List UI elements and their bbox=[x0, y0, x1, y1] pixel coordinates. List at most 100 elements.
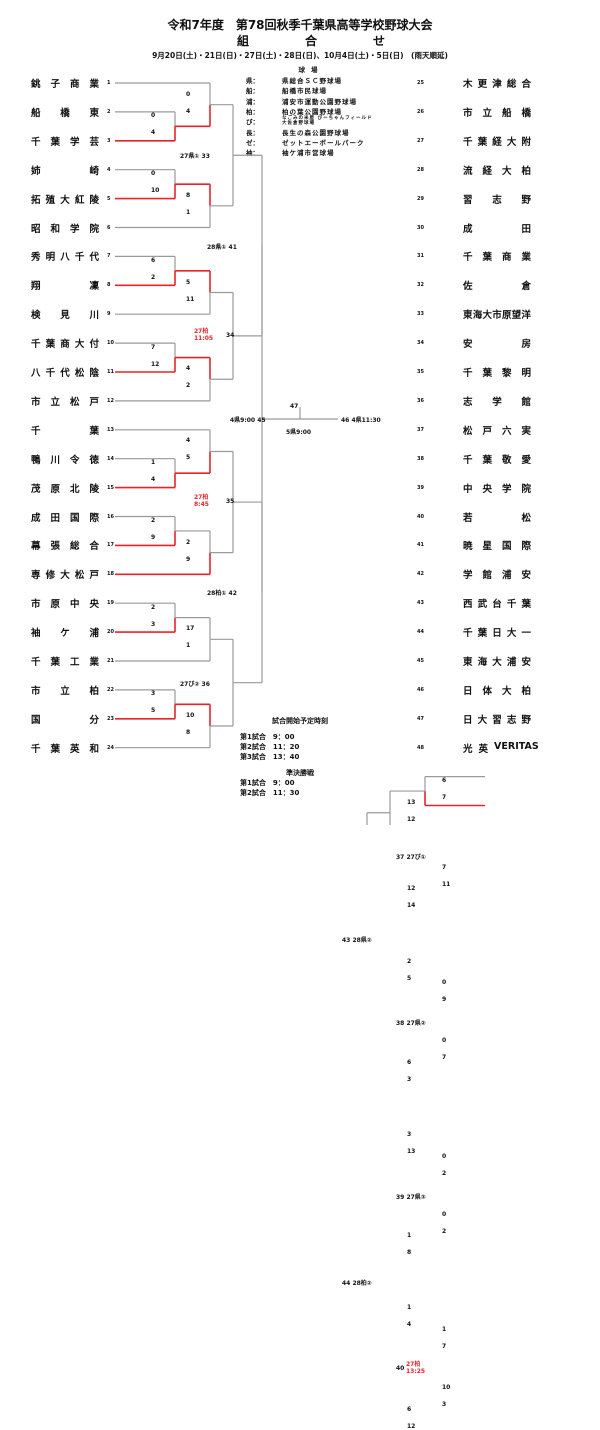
venue-name: 長生の森公園野球場 bbox=[282, 128, 350, 137]
team-name: 国分 bbox=[31, 714, 99, 726]
team-seed-number: 31 bbox=[417, 253, 424, 260]
score-label: 1 bbox=[442, 1326, 447, 1334]
score-label: 0 bbox=[442, 1210, 447, 1218]
score-label: 12 bbox=[407, 815, 416, 823]
team-name: 千葉工業 bbox=[31, 657, 99, 668]
team-seed-number: 20 bbox=[107, 629, 114, 636]
score-label: 12 bbox=[151, 360, 160, 368]
score-label: 6 bbox=[407, 1058, 412, 1066]
score-label: 9 bbox=[186, 555, 191, 563]
team-seed-number: 44 bbox=[417, 629, 424, 636]
score-label: 0 bbox=[151, 112, 156, 120]
score-label: 1 bbox=[407, 1304, 412, 1312]
team-seed-number: 6 bbox=[107, 224, 111, 231]
score-label: 2 bbox=[151, 603, 156, 611]
round-label: 47 bbox=[290, 402, 299, 410]
score-label: 6 bbox=[442, 777, 447, 785]
schedule-heading: 試合開始予定時刻 bbox=[272, 717, 328, 725]
schedule-row: 第3試合 13：40 bbox=[240, 753, 300, 761]
venue-item: 浦：浦安市運動公園野球場 bbox=[246, 96, 376, 106]
schedule-box: 試合開始予定時刻 第1試合 9：00 第2試合 11：20 第3試合 13：40… bbox=[240, 716, 360, 798]
round-label: 43 28県② bbox=[342, 937, 372, 945]
team-name: 若松 bbox=[463, 512, 531, 524]
team-name: 昭和学院 bbox=[31, 223, 99, 235]
score-label: 6 bbox=[151, 256, 156, 264]
team-name: 袖ケ浦 bbox=[31, 628, 99, 640]
team-seed-number: 19 bbox=[107, 600, 114, 607]
semifinal-heading: 準決勝戦 bbox=[286, 769, 314, 777]
venue-key: 浦： bbox=[246, 97, 259, 106]
round-label: 35 bbox=[226, 498, 235, 506]
round-label: 46 4県11:30 bbox=[341, 416, 381, 424]
venue-key: 柏： bbox=[246, 108, 259, 117]
team-seed-number: 28 bbox=[417, 166, 424, 173]
score-label: 6 bbox=[407, 1405, 412, 1413]
team-seed-number: 34 bbox=[417, 340, 424, 347]
venue-name: 柏の葉公園野球場 bbox=[282, 108, 342, 117]
round-label: 44 28柏② bbox=[342, 1280, 372, 1288]
schedule-row: 第1試合 9：00 bbox=[240, 733, 295, 741]
venue-heading: 球場 bbox=[298, 66, 324, 74]
score-label: 11 bbox=[442, 880, 451, 888]
team-seed-number: 27 bbox=[417, 137, 424, 144]
team-name: 志学館 bbox=[463, 396, 531, 408]
team-name: 西武台千葉 bbox=[463, 599, 531, 611]
score-label: 10 bbox=[442, 1383, 451, 1391]
team-name: 千葉商大付 bbox=[31, 339, 99, 351]
round-label: 27び② 36 bbox=[180, 680, 210, 688]
team-seed-number: 43 bbox=[417, 600, 424, 607]
score-label: 4 bbox=[186, 437, 191, 445]
team-seed-number: 26 bbox=[417, 108, 424, 115]
team-seed-number: 10 bbox=[107, 340, 114, 347]
team-name: 千葉経大附 bbox=[463, 136, 531, 148]
score-label: 3 bbox=[151, 620, 156, 628]
score-label: 7 bbox=[151, 343, 156, 351]
team-name: 日体大柏 bbox=[463, 685, 531, 697]
team-name: 安房 bbox=[463, 339, 531, 351]
score-label: 13 bbox=[407, 798, 416, 806]
score-label: 2 bbox=[151, 516, 156, 524]
team-name: 暁星国際 bbox=[463, 541, 531, 553]
team-name: 八千代松陰 bbox=[31, 368, 99, 379]
score-label: 7 bbox=[442, 1343, 447, 1351]
round-label: 4県9:00 45 bbox=[230, 416, 266, 424]
score-label: 3 bbox=[407, 1131, 412, 1139]
venue-item: 船：船橋市民球場 bbox=[246, 85, 376, 95]
team-name: 船橋東 bbox=[31, 107, 99, 119]
venue-key: 県： bbox=[246, 77, 259, 86]
score-label: 2 bbox=[186, 382, 191, 390]
page-title: 令和7年度 第78回秋季千葉県高等学校野球大会 bbox=[167, 18, 433, 32]
team-seed-number: 25 bbox=[417, 80, 424, 86]
team-name: 幕張総合 bbox=[31, 541, 99, 553]
score-label: 1 bbox=[151, 459, 156, 467]
team-name: 秀明八千代 bbox=[31, 252, 99, 264]
bracket-lines bbox=[115, 82, 485, 825]
score-label: 7 bbox=[442, 1054, 447, 1062]
team-name: 千葉黎明 bbox=[463, 368, 531, 379]
team-seed-number: 21 bbox=[107, 658, 114, 664]
team-seed-number: 16 bbox=[107, 513, 114, 520]
team-seed-number: 45 bbox=[417, 658, 424, 664]
round-label: 37 27び① bbox=[396, 854, 426, 862]
round-label: 38 27県② bbox=[396, 1020, 426, 1028]
score-label: 2 bbox=[442, 1169, 447, 1177]
score-label: 2 bbox=[442, 1227, 447, 1235]
team-name: 日大習志野 bbox=[463, 714, 531, 726]
venue-item: ゼ：ゼットエーボールパーク bbox=[246, 137, 376, 147]
score-label: 3 bbox=[407, 1075, 412, 1083]
score-label: 3 bbox=[151, 690, 156, 698]
score-label: 5 bbox=[186, 278, 191, 286]
venue-item: 県：県総合ＳＣ野球場 bbox=[246, 75, 376, 85]
score-label: 0 bbox=[151, 170, 156, 178]
team-name: 松戸六実 bbox=[463, 425, 531, 437]
score-label: 8 bbox=[407, 1249, 412, 1257]
team-seed-number: 24 bbox=[107, 744, 114, 751]
team-name: 中央学院 bbox=[463, 483, 531, 495]
team-name: 翔凜 bbox=[31, 281, 99, 293]
score-label: 10 bbox=[151, 187, 160, 195]
team-seed-number: 4 bbox=[107, 166, 111, 173]
team-name: 市立松戸 bbox=[31, 396, 99, 408]
team-name: 姉崎 bbox=[31, 165, 99, 177]
team-name: 千葉商業 bbox=[463, 252, 531, 264]
